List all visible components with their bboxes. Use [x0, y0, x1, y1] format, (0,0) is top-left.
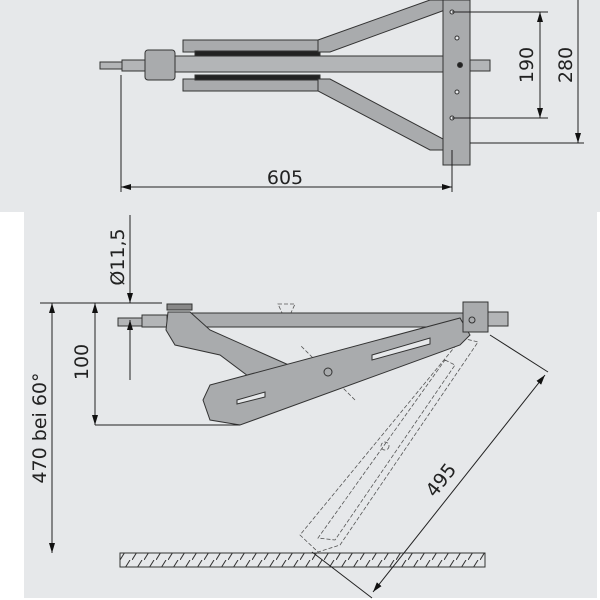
top-view [99, 0, 491, 166]
upper-rail [182, 39, 319, 53]
top-dimensions [120, 0, 584, 192]
dim-diameter-label: Ø11,5 [107, 228, 129, 285]
mount-plate [442, 0, 471, 166]
side-spindle [189, 312, 471, 328]
main-arm [202, 317, 471, 426]
dim-extended-height-label: 470 bei 60° [29, 372, 51, 483]
crank-block [144, 49, 176, 81]
lower-rail [182, 78, 319, 92]
shaft [121, 59, 147, 72]
side-mount-bracket [462, 301, 489, 333]
spindle [145, 55, 447, 73]
side-dimensions [40, 215, 549, 599]
dim-hole-spacing-label: 190 [516, 47, 538, 83]
dim-plate-height-label: 280 [555, 47, 577, 83]
shaft-tip [99, 61, 123, 70]
ground-hatching [119, 552, 486, 568]
side-view [117, 301, 509, 426]
dim-length-label: 605 [267, 167, 303, 189]
top-panel [0, 0, 600, 212]
bolt [469, 59, 491, 72]
dim-height-label: 100 [71, 344, 93, 380]
